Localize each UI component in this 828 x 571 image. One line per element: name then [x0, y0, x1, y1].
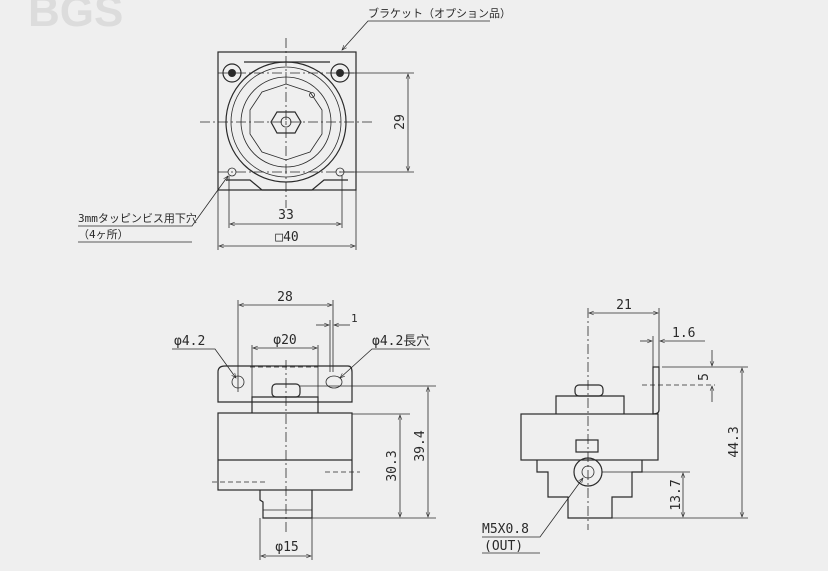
dim-phi20: φ20	[273, 333, 296, 348]
dim-1: 1	[351, 312, 358, 325]
dim-phi15: φ15	[275, 540, 298, 555]
bracket-label: ブラケット（オプション品）	[368, 6, 511, 20]
dim-33: 33	[278, 208, 294, 223]
side-view: 21 1.6 5 44.3 13.7 M5X0.8 (OUT)	[482, 298, 748, 554]
port-name-label: (OUT)	[484, 539, 523, 554]
dim-5: 5	[697, 373, 712, 381]
slot-hole-label: φ4.2長穴	[372, 334, 429, 349]
port-thread-label: M5X0.8	[482, 522, 529, 537]
dim-square-40: □40	[275, 230, 298, 245]
body-front	[217, 412, 353, 491]
label-plate	[575, 439, 599, 453]
bracket-front	[217, 365, 353, 403]
dim-30-3: 30.3	[385, 450, 400, 481]
dim-21: 21	[616, 298, 632, 313]
dim-29: 29	[393, 114, 408, 130]
tap-hole-label: 3mmタッピンビス用下穴	[78, 211, 197, 225]
slot-hole-right	[325, 375, 343, 389]
dim-28: 28	[277, 290, 293, 305]
dim-1-6: 1.6	[672, 326, 695, 341]
dim-13-7: 13.7	[669, 479, 684, 510]
top-view: 29 33 □40 ブラケット（オプション品） 3mmタッピンビス用下穴 （4ヶ…	[78, 6, 511, 250]
bracket-side	[652, 366, 660, 415]
body-side	[520, 413, 659, 461]
center-hex-nut	[270, 111, 302, 134]
dim-44-3: 44.3	[727, 426, 742, 457]
watermark: BGS	[28, 0, 123, 36]
tap-hole-count: （4ヶ所）	[78, 228, 129, 241]
hole-left-label: φ4.2	[174, 334, 205, 349]
dim-39-4: 39.4	[413, 430, 428, 461]
front-view: 28 1 φ20 φ4.2 φ4.2長穴 30.3 39.4 φ15	[172, 290, 436, 560]
